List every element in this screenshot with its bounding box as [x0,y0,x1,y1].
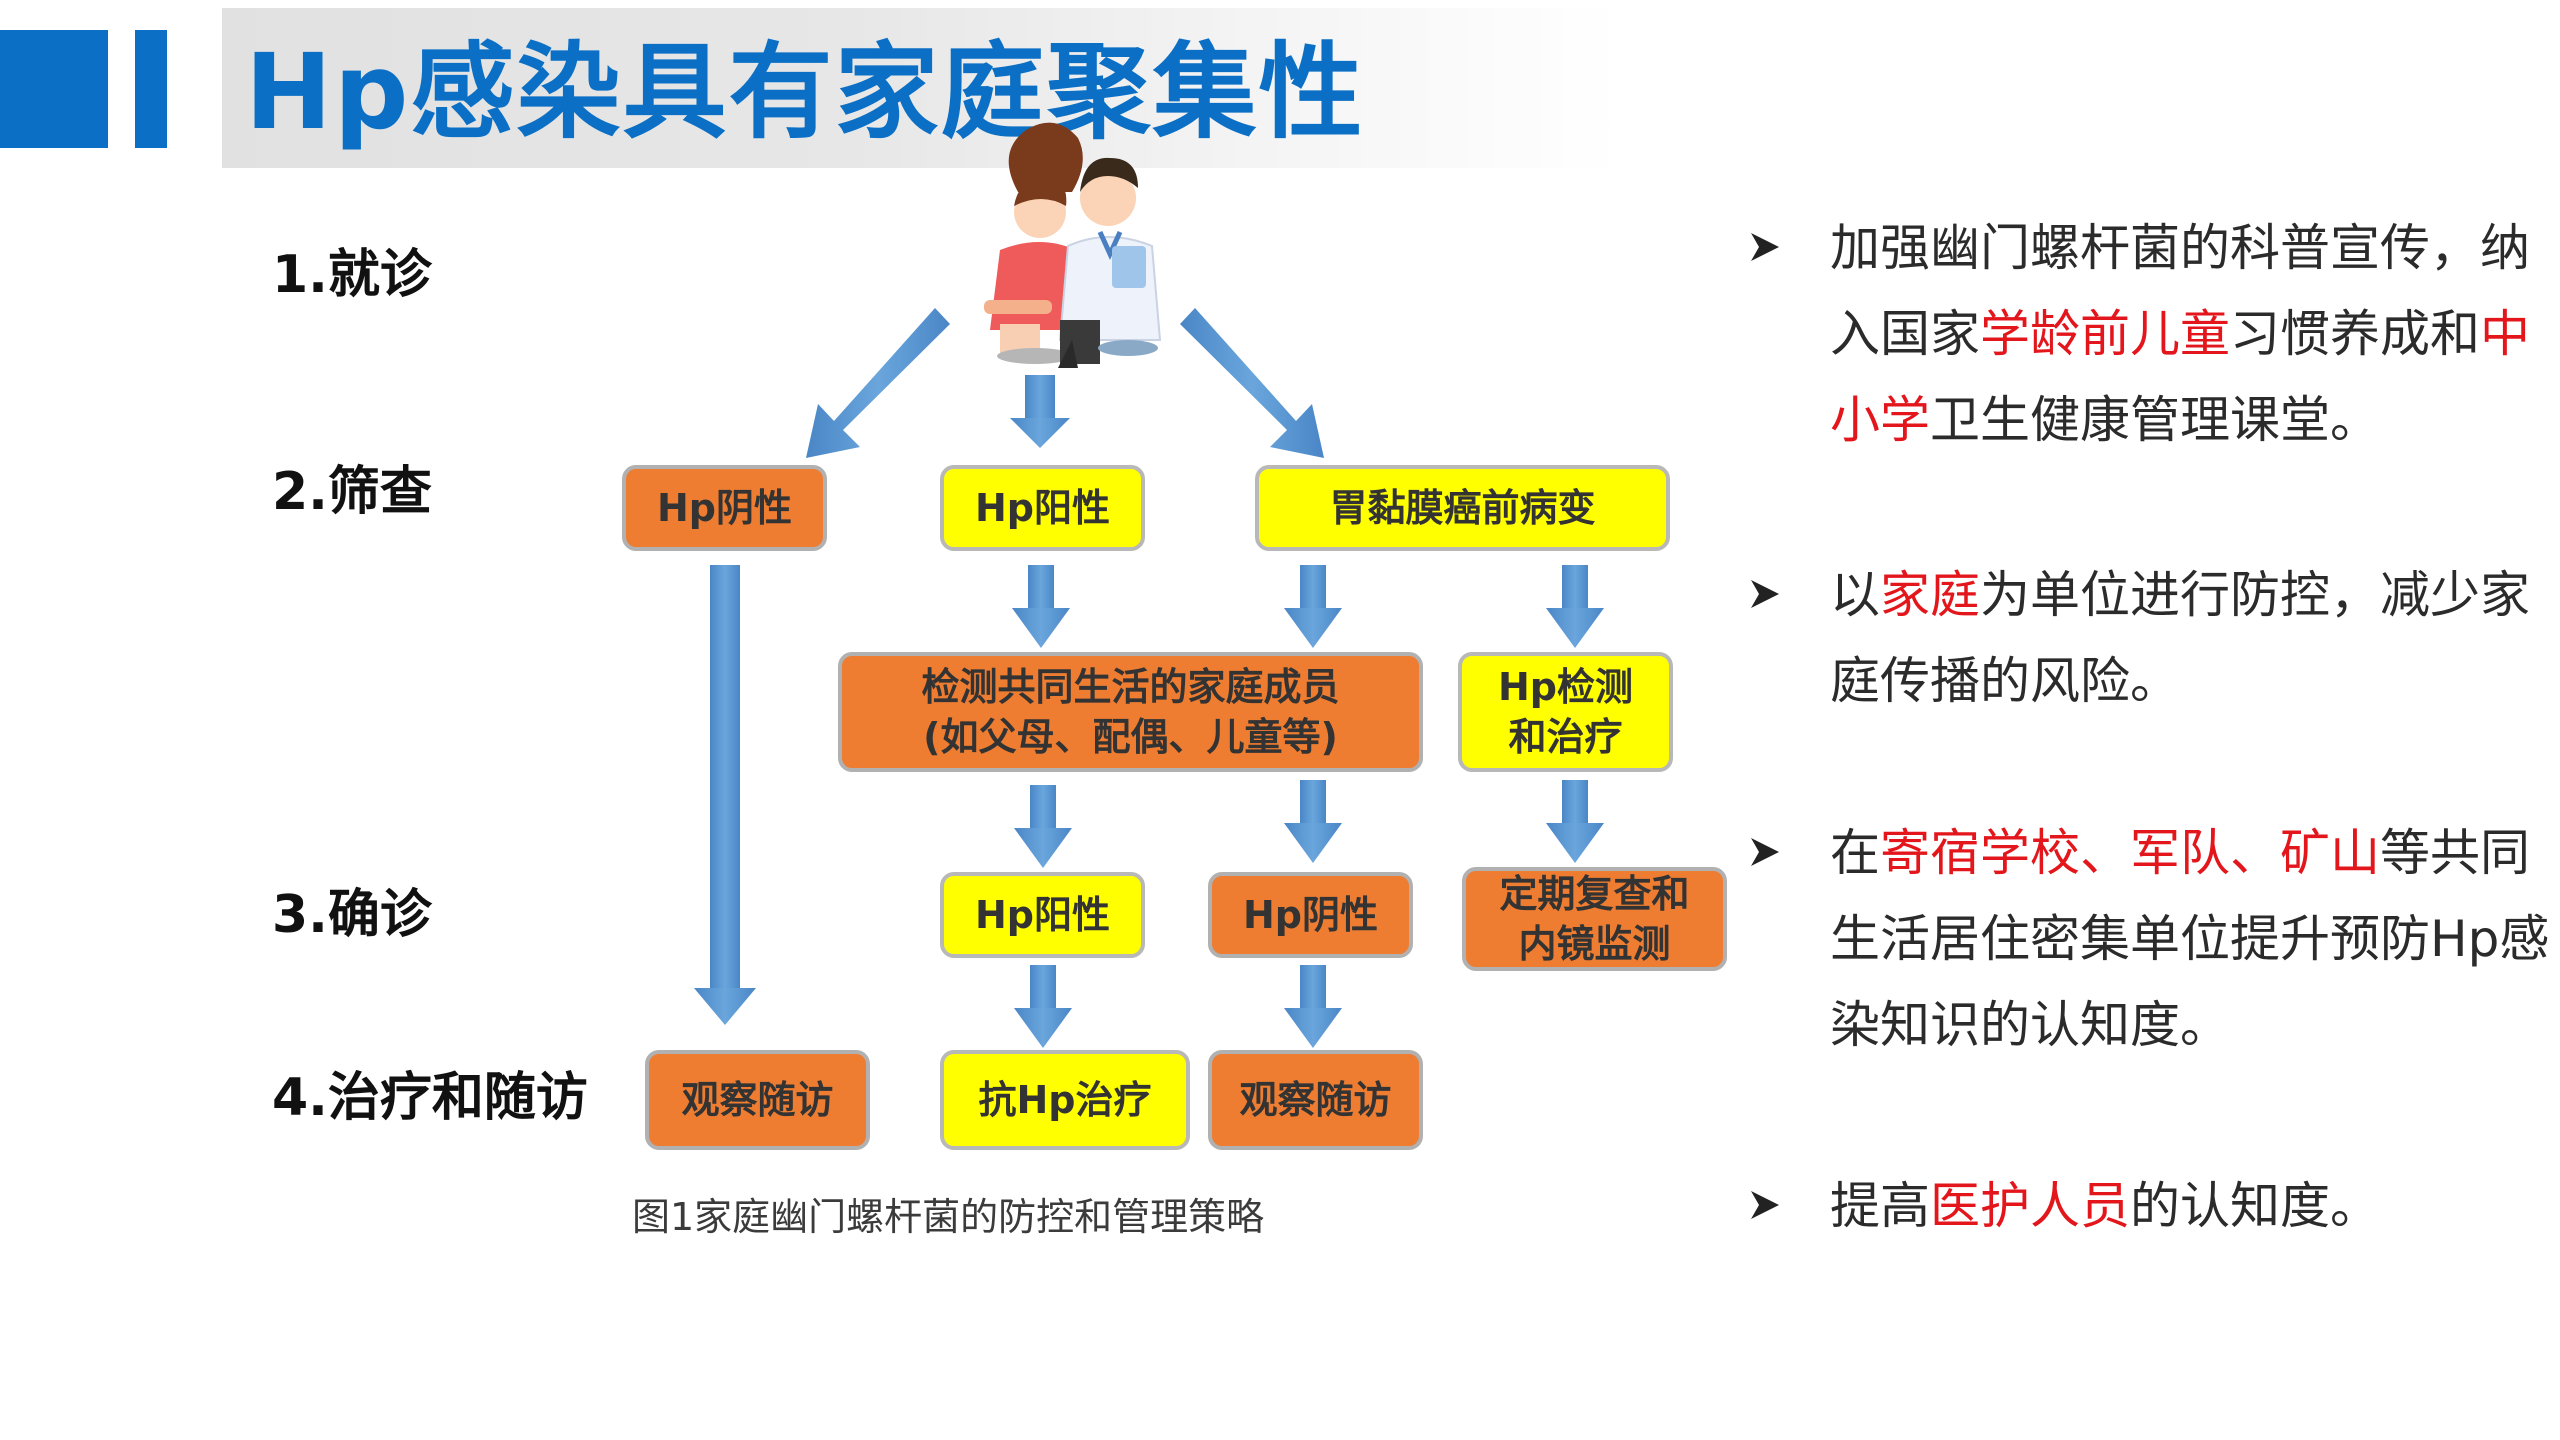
box-anti-hp-treatment: 抗Hp治疗 [940,1050,1190,1150]
bullet-text: 提高医护人员的认知度。 [1830,1177,2380,1235]
bullet-text: 加强幽门螺杆菌的科普宣传，纳入国家学龄前儿童习惯养成和中小学卫生健康管理课堂。 [1830,219,2530,449]
bullet-text: 在寄宿学校、军队、矿山等共同生活居住密集单位提升预防Hp感染知识的认知度。 [1830,824,2550,1054]
step-label-treatment: 4.治疗和随访 [272,1068,588,1128]
arrow-down [1014,785,1072,868]
arrow-down [1012,565,1070,648]
arrow-down [694,565,756,1025]
arrow-down [1284,565,1342,648]
box-observe-follow-up-left: 观察随访 [645,1050,870,1150]
step-label-diagnosis: 3.确诊 [272,885,432,945]
bullet-text: 以家庭为单位进行防控，减少家庭传播的风险。 [1830,566,2530,710]
doctor-patient-icon [984,122,1162,368]
box-regular-review-endoscopy: 定期复查和 内镜监测 [1462,867,1727,971]
arrow-left-diagonal [806,308,950,458]
diagram-caption: 图1家庭幽门螺杆菌的防控和管理策略 [632,1195,1265,1239]
arrow-down [1284,965,1342,1048]
page-title: Hp感染具有家庭聚集性 [245,31,1365,153]
box-test-family-members: 检测共同生活的家庭成员 (如父母、配偶、儿童等) [838,652,1423,772]
box-precancerous-lesion: 胃黏膜癌前病变 [1255,465,1670,551]
arrow-right-diagonal [1180,308,1324,458]
box-observe-follow-up-right: 观察随访 [1208,1050,1423,1150]
arrow-down [1010,375,1070,448]
arrowhead-bullet-icon [1751,580,1779,608]
step-label-screening: 2.筛查 [272,462,432,522]
title-accent-block [0,30,108,148]
box-confirmed-hp-positive: Hp阳性 [940,872,1145,958]
arrow-down [1284,780,1342,863]
box-hp-test-and-treatment: Hp检测 和治疗 [1458,652,1673,772]
box-hp-positive: Hp阳性 [940,465,1145,551]
arrow-down [1546,565,1604,648]
title-band [222,8,1622,168]
title-accent-bar [135,30,167,148]
step-label-visit: 1.就诊 [272,245,432,305]
arrow-down [1014,965,1072,1048]
box-hp-negative: Hp阴性 [622,465,827,551]
box-confirmed-hp-negative: Hp阴性 [1208,872,1413,958]
arrowhead-bullet-icon [1751,838,1779,866]
arrowhead-bullet-icon [1751,1191,1779,1219]
arrow-down [1546,780,1604,863]
arrowhead-bullet-icon [1751,233,1779,261]
